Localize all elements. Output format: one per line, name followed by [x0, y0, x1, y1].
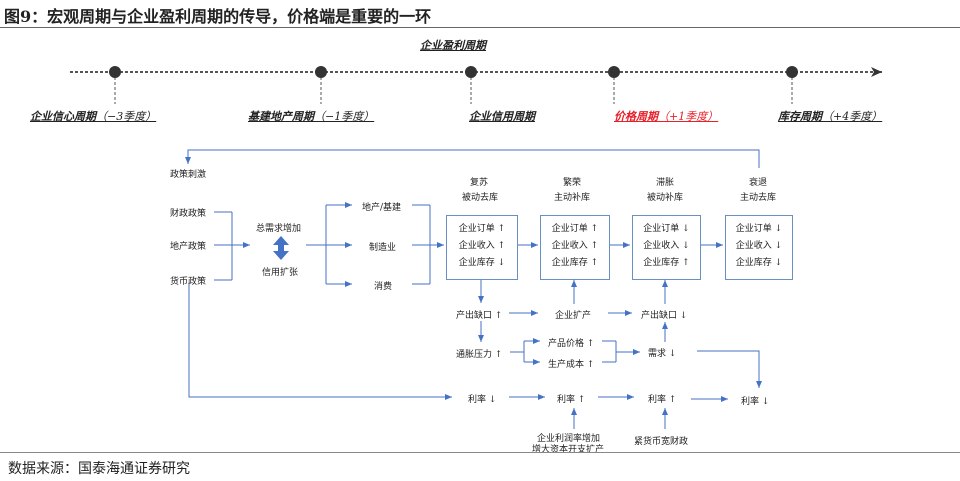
cycle-label-credit: 企业信用周期 [469, 110, 535, 123]
timeline-label: 企业盈利周期 [420, 39, 486, 52]
capex-expansion: 增大资本开支扩产 [532, 445, 605, 455]
capacity-expansion: 企业扩产 [555, 311, 592, 321]
rate-up-2: 利率 ↑ [648, 395, 677, 405]
sector-consumption: 消费 [374, 282, 393, 292]
cycle-label-inventory: 库存周期（+4季度） [778, 110, 883, 123]
phase-box-stagflation: 企业订单 ↓ 企业收入 ↓ 企业库存 ↑ [632, 215, 701, 280]
inflation-pressure: 通胀压力 ↑ [456, 350, 503, 360]
output-gap-down: 产出缺口 ↓ [641, 311, 688, 321]
title-divider [0, 27, 960, 28]
aggregate-demand-label: 总需求增加 [256, 224, 302, 234]
transmission-diagram [70, 66, 882, 429]
phase-box-recovery: 企业订单 ↑ 企业收入 ↑ 企业库存 ↓ [446, 215, 518, 280]
phase-boom-state: 主动补库 [554, 193, 591, 203]
timeline-nodes [109, 66, 798, 78]
phase-box-boom: 企业订单 ↑ 企业收入 ↑ 企业库存 ↑ [540, 215, 610, 280]
policy-property: 地产政策 [170, 242, 207, 252]
double-arrow-icon [273, 236, 289, 260]
phase-stagflation-name: 滞胀 [656, 178, 675, 188]
cycle-label-infrastructure: 基建地产周期（−1季度） [248, 110, 375, 123]
production-cost: 生产成本 ↑ [548, 360, 595, 370]
cycle-label-price: 价格周期（+1季度） [614, 110, 719, 123]
demand-down: 需求 ↓ [648, 349, 677, 359]
phase-boom-name: 繁荣 [563, 178, 582, 188]
policy-header: 政策刺激 [170, 170, 207, 180]
phase-recovery-state: 被动去库 [462, 193, 499, 203]
phase-recession-state: 主动去库 [740, 193, 777, 203]
source-note: 数据来源：国泰海通证券研究 [8, 461, 190, 477]
output-gap-up: 产出缺口 ↑ [456, 311, 503, 321]
phase-recovery-name: 复苏 [470, 178, 489, 188]
sector-manufacturing: 制造业 [369, 243, 397, 253]
credit-expansion-label: 信用扩张 [262, 268, 299, 278]
footer-divider [0, 452, 960, 453]
phase-stagflation-state: 被动补库 [647, 193, 684, 203]
policy-fiscal: 财政政策 [170, 209, 207, 219]
rate-down-1: 利率 ↓ [468, 395, 497, 405]
flow-arrows [185, 149, 762, 429]
rate-down-2: 利率 ↓ [741, 397, 770, 407]
cycle-label-confidence: 企业信心周期（−3季度） [30, 110, 157, 123]
figure-title: 图9：宏观周期与企业盈利周期的传导，价格端是重要的一环 [4, 7, 432, 26]
policy-monetary: 货币政策 [170, 277, 207, 287]
rate-up-1: 利率 ↑ [557, 395, 586, 405]
phase-recession-name: 衰退 [749, 178, 768, 188]
product-price: 产品价格 ↑ [548, 339, 595, 349]
timeline-ticks [114, 72, 793, 104]
tight-money-loose-fiscal: 紧货币宽财政 [634, 437, 689, 447]
profit-margin-increase: 企业利润率增加 [537, 434, 601, 444]
sector-property-infra: 地产/基建 [362, 203, 402, 213]
phase-box-recession: 企业订单 ↓ 企业收入 ↓ 企业库存 ↓ [725, 215, 793, 280]
